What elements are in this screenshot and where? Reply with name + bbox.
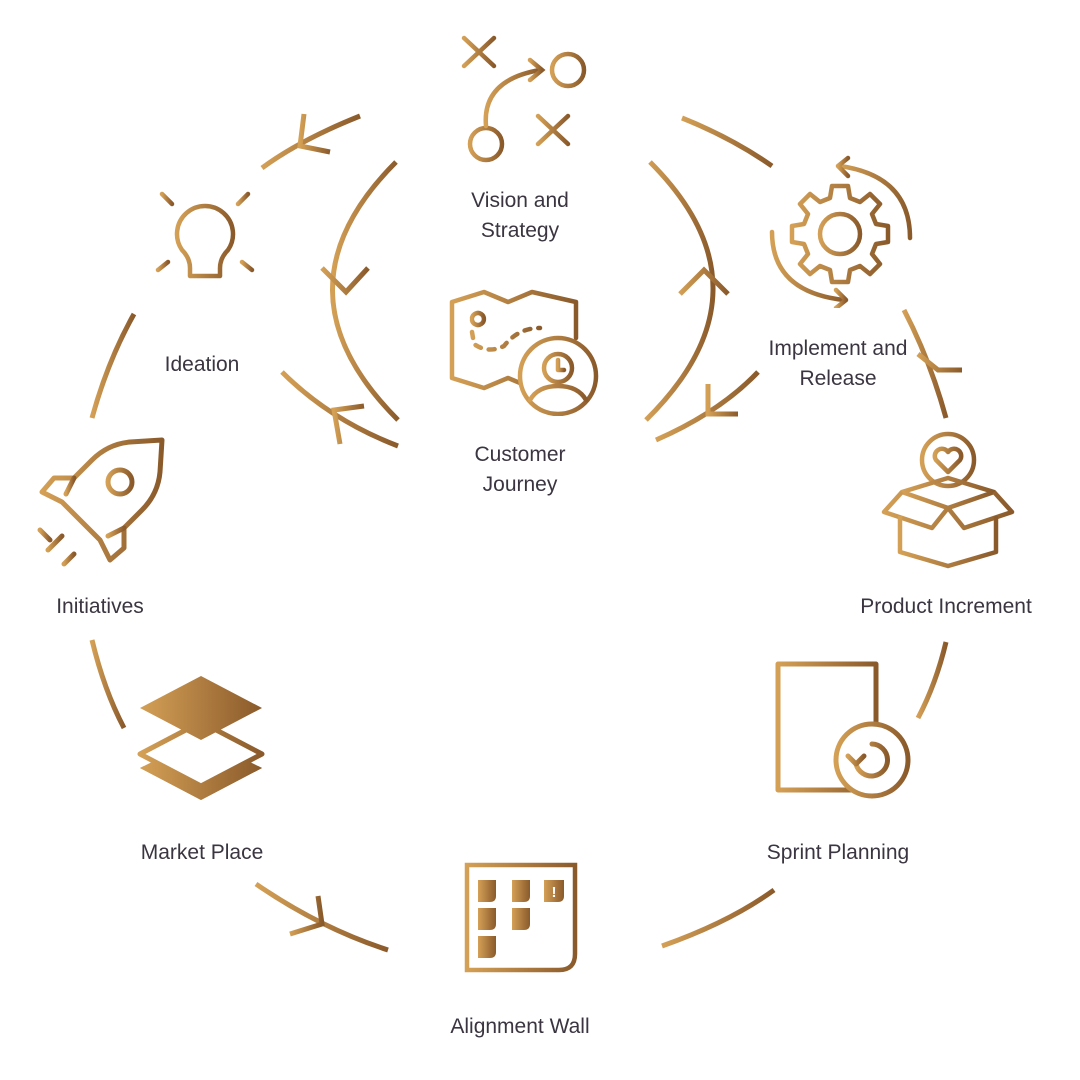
kanban-board-icon: ! bbox=[464, 862, 578, 973]
label-line: Release bbox=[799, 367, 877, 390]
connector-inner-left-upper bbox=[330, 160, 400, 422]
node-label-sprint: Sprint Planning bbox=[767, 838, 909, 868]
node-label-initiatives: Initiatives bbox=[56, 592, 144, 622]
label-line: Vision and bbox=[471, 189, 569, 212]
label-line: Product Increment bbox=[860, 595, 1032, 618]
rocket-icon bbox=[37, 437, 165, 567]
arrowhead bbox=[320, 266, 370, 296]
node-label-journey: Customer Journey bbox=[474, 440, 565, 500]
node-label-market: Market Place bbox=[141, 838, 264, 868]
document-refresh-icon bbox=[775, 661, 911, 799]
label-line: Customer bbox=[474, 443, 566, 466]
node-label-product: Product Increment bbox=[860, 592, 1032, 622]
heart-box-icon bbox=[881, 431, 1015, 569]
label-line: Journey bbox=[482, 473, 558, 496]
connector-arc-vision-ideation bbox=[260, 113, 361, 171]
connector-arc-initiatives-market bbox=[89, 639, 127, 730]
connector-inner-right-upper bbox=[644, 160, 716, 422]
label-line: Sprint Planning bbox=[766, 841, 910, 864]
label-line: Ideation bbox=[164, 353, 240, 376]
play-strategy-icon bbox=[461, 35, 587, 163]
label-line: Market Place bbox=[140, 841, 264, 864]
connector-arc-product-implement bbox=[901, 308, 949, 419]
connector-arc-ideation-initiatives bbox=[89, 312, 137, 419]
arrowhead bbox=[678, 266, 730, 296]
arrowhead bbox=[705, 384, 738, 417]
label-line: Alignment Wall bbox=[450, 1015, 590, 1038]
label-line: Initiatives bbox=[56, 595, 144, 618]
svg-text:!: ! bbox=[552, 884, 557, 901]
arrowhead bbox=[297, 113, 331, 155]
arrowhead bbox=[916, 352, 962, 373]
connector-arc-sprint-product bbox=[915, 641, 949, 720]
lightbulb-icon bbox=[139, 171, 271, 307]
node-label-vision: Vision and Strategy bbox=[471, 186, 569, 246]
node-label-ideation: Ideation bbox=[165, 350, 240, 380]
connector-inner-right-lower bbox=[654, 370, 760, 443]
node-label-implement: Implement and Release bbox=[769, 334, 908, 394]
connector-arc-implement-vision bbox=[681, 115, 774, 169]
label-line: Strategy bbox=[480, 219, 560, 242]
label-line: Implement and bbox=[768, 337, 908, 360]
arrowhead bbox=[331, 403, 365, 445]
layers-icon bbox=[137, 676, 265, 800]
gear-cycle-icon bbox=[769, 155, 913, 308]
connector-arc-alignment-sprint bbox=[661, 887, 776, 949]
node-label-alignment: Alignment Wall bbox=[450, 1012, 589, 1042]
map-person-icon bbox=[449, 289, 599, 416]
arrowhead bbox=[289, 895, 325, 937]
